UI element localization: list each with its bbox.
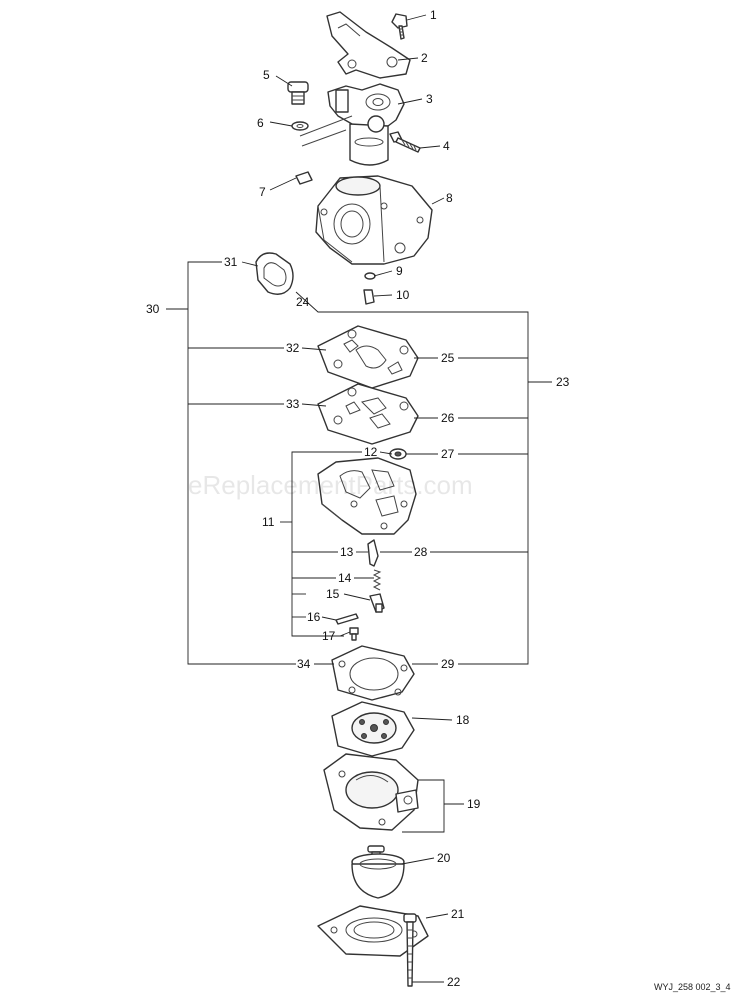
leader-lines (166, 14, 552, 983)
callout-16[interactable]: 16 (307, 610, 321, 624)
part-15-metering-lever[interactable] (369, 593, 385, 613)
part-6-washer[interactable] (291, 121, 309, 131)
callout-22[interactable]: 22 (447, 975, 461, 989)
callout-18[interactable]: 18 (456, 713, 470, 727)
callout-5[interactable]: 5 (263, 68, 270, 82)
part-10-jet[interactable] (363, 289, 375, 305)
part-2-bracket-plate[interactable] (326, 11, 411, 79)
part-29-metering-gasket[interactable] (331, 645, 415, 701)
callout-26[interactable]: 26 (441, 411, 455, 425)
part-27-filter-screen[interactable] (389, 448, 407, 460)
callout-10[interactable]: 10 (396, 288, 410, 302)
callout-30[interactable]: 30 (146, 302, 160, 316)
part-17-screw[interactable] (349, 627, 359, 641)
part-31-gasket-ring[interactable] (255, 252, 294, 295)
callout-21[interactable]: 21 (451, 907, 465, 921)
part-20-primer-bulb[interactable] (351, 853, 405, 899)
callout-7[interactable]: 7 (259, 185, 266, 199)
callout-33[interactable]: 33 (286, 397, 300, 411)
callout-17[interactable]: 17 (322, 629, 336, 643)
callout-13[interactable]: 13 (340, 545, 354, 559)
part-4-screw[interactable] (389, 131, 421, 153)
part-26-pump-gasket[interactable] (317, 383, 419, 445)
callout-34[interactable]: 34 (297, 657, 311, 671)
part-21-retainer-plate[interactable] (317, 905, 429, 957)
part-7-clip[interactable] (295, 171, 313, 185)
part-5-plug[interactable] (287, 81, 309, 105)
callout-1[interactable]: 1 (430, 8, 437, 22)
part-1-screw[interactable] (391, 13, 408, 40)
part-8-carburetor-body[interactable] (315, 175, 433, 265)
callout-6[interactable]: 6 (257, 116, 264, 130)
callout-24[interactable]: 24 (296, 295, 310, 309)
callout-4[interactable]: 4 (443, 139, 450, 153)
callout-3[interactable]: 3 (426, 92, 433, 106)
callout-31[interactable]: 31 (224, 255, 238, 269)
callout-9[interactable]: 9 (396, 264, 403, 278)
callout-14[interactable]: 14 (338, 571, 352, 585)
callout-25[interactable]: 25 (441, 351, 455, 365)
callout-27[interactable]: 27 (441, 447, 455, 461)
callout-28[interactable]: 28 (414, 545, 428, 559)
callout-8[interactable]: 8 (446, 191, 453, 205)
callout-20[interactable]: 20 (437, 851, 451, 865)
part-25-pump-diaphragm[interactable] (317, 325, 419, 389)
callout-23[interactable]: 23 (556, 375, 570, 389)
callout-29[interactable]: 29 (441, 657, 455, 671)
callout-19[interactable]: 19 (467, 797, 481, 811)
callout-2[interactable]: 2 (421, 51, 428, 65)
callout-15[interactable]: 15 (326, 587, 340, 601)
part-9-o-ring[interactable] (364, 272, 376, 280)
part-12-metering-body[interactable] (317, 457, 417, 535)
part-3-throttle-body[interactable] (299, 83, 405, 166)
part-19-purge-cover[interactable] (323, 753, 419, 867)
part-22-long-screw[interactable] (403, 913, 417, 987)
callout-12[interactable]: 12 (364, 445, 378, 459)
drawing-code: WYJ_258 002_3_4 (654, 982, 731, 992)
callout-labels: 1 2 3 4 5 6 7 8 9 10 11 12 13 14 15 16 1… (146, 8, 570, 989)
part-13-inlet-needle[interactable] (367, 539, 379, 567)
part-14-spring[interactable] (372, 569, 382, 591)
part-16-lever-pin[interactable] (335, 613, 359, 625)
callout-11[interactable]: 11 (262, 515, 275, 529)
watermark-text: eReplacementParts.com (188, 470, 473, 500)
callout-32[interactable]: 32 (286, 341, 300, 355)
part-18-metering-diaphragm[interactable] (331, 701, 415, 757)
